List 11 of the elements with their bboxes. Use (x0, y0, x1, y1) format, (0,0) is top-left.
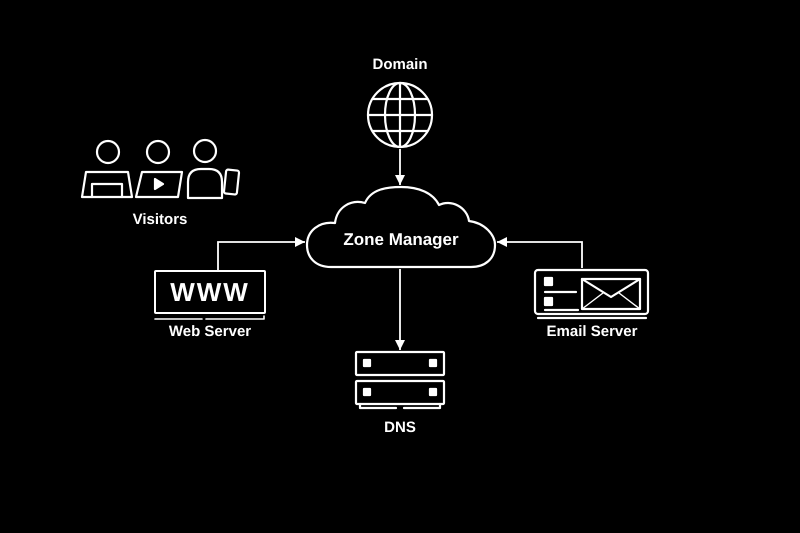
arrow (217, 237, 305, 270)
node-label: Zone Manager (343, 229, 459, 251)
node-label: Domain (372, 55, 428, 75)
arrow (395, 149, 405, 185)
arrow (497, 237, 583, 268)
node-label: Web Server (168, 322, 252, 342)
node-label: Email Server (546, 322, 638, 342)
node-label: DNS (384, 418, 416, 438)
node-label: Visitors (132, 210, 188, 230)
sign-text: WWW (170, 277, 250, 307)
arrow (395, 269, 405, 350)
